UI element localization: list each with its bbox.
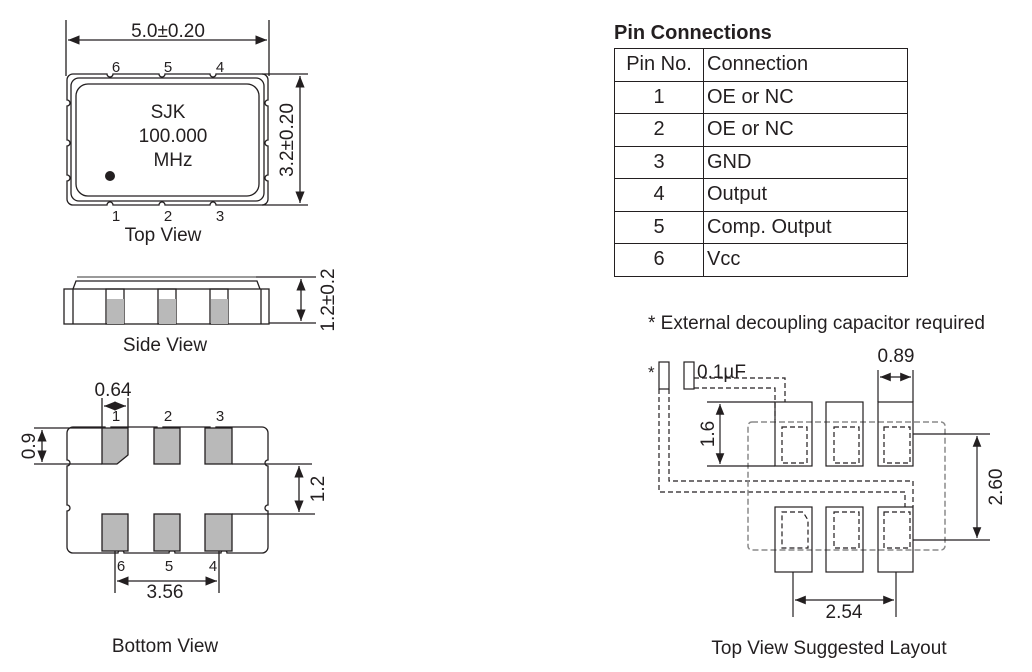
pin-number: 1 <box>614 80 704 114</box>
pin-number: 3 <box>614 145 704 179</box>
pin1-dot-icon <box>105 171 115 181</box>
land-pad <box>877 401 914 467</box>
pad-5 <box>153 513 181 552</box>
pin-label: 4 <box>216 59 224 76</box>
bottom-view <box>34 398 315 593</box>
footprint-pad <box>833 511 860 549</box>
table-row: 4 Output <box>614 178 908 212</box>
land-pad <box>825 401 864 467</box>
trace <box>694 377 786 402</box>
pad-pitch-label: 3.56 <box>147 582 184 603</box>
header-connection: Connection <box>703 48 908 82</box>
pad-6 <box>101 513 129 552</box>
pin-label: 5 <box>165 558 173 575</box>
package-rim <box>70 77 265 202</box>
pin-label: 6 <box>117 558 125 575</box>
footprint-pad <box>781 426 808 464</box>
pad-1 <box>101 427 129 465</box>
side-view <box>63 276 316 325</box>
package-outline <box>66 73 269 206</box>
table-row: 1 OE or NC <box>614 80 908 114</box>
pad-3 <box>204 427 233 465</box>
pin-label: 3 <box>216 408 224 425</box>
table-row: 3 GND <box>614 145 908 179</box>
pin-connection: Output <box>703 178 908 212</box>
pin-label: 6 <box>112 59 120 76</box>
pad-2 <box>153 427 181 465</box>
terminal-pad <box>107 299 124 324</box>
land-pad <box>877 506 914 573</box>
footprint-pad <box>833 426 860 464</box>
side-height-label: 1.2±0.2 <box>318 268 339 331</box>
trace <box>668 389 914 507</box>
land-pad <box>774 401 813 467</box>
pad-gap-label: 1.2 <box>308 476 329 502</box>
pin-label: 4 <box>209 558 217 575</box>
capacitor-pad <box>658 361 670 390</box>
decoupling-note: * External decoupling capacitor required <box>648 313 985 334</box>
pad-4 <box>204 513 233 552</box>
table-row: 5 Comp. Output <box>614 210 908 244</box>
terminal-pad <box>159 299 176 324</box>
trace-lines <box>658 377 914 549</box>
lid-outline <box>75 83 260 197</box>
pin-label: 3 <box>216 208 224 225</box>
trace <box>658 389 906 507</box>
marking-line: MHz <box>153 150 192 171</box>
row-spacing-label: 2.60 <box>986 469 1007 506</box>
pin-connection: OE or NC <box>703 113 908 147</box>
pin-connection: GND <box>703 145 908 179</box>
land-pad <box>825 506 864 573</box>
table-header-row: Pin No. Connection <box>614 48 908 82</box>
header-pin-no: Pin No. <box>614 48 704 82</box>
trace <box>694 387 776 420</box>
top-view <box>65 20 308 206</box>
pin-label: 2 <box>164 408 172 425</box>
marking-line: 100.000 <box>139 126 208 147</box>
capacitor-pad <box>683 361 695 390</box>
bottom-view-caption: Bottom View <box>112 636 219 657</box>
pin-connections-table: Pin No. Connection 1 OE or NC 2 OE or NC… <box>614 48 908 277</box>
pin-label: 1 <box>112 408 120 425</box>
pad-width-label: 0.89 <box>878 346 915 367</box>
pin-number: 2 <box>614 113 704 147</box>
pitch-label: 2.54 <box>826 602 863 623</box>
pin-number: 6 <box>614 243 704 277</box>
suggested-layout <box>658 361 990 617</box>
pin-connection: Comp. Output <box>703 210 908 244</box>
top-height-label: 3.2±0.20 <box>277 103 298 177</box>
lid-outline <box>72 280 261 290</box>
footprint-pad <box>883 511 911 549</box>
pin-connection: OE or NC <box>703 80 908 114</box>
marking-line: SJK <box>151 102 186 123</box>
footprint-pad <box>781 511 809 549</box>
table-row: 6 Vcc <box>614 243 908 277</box>
asterisk-marker: * <box>648 363 655 382</box>
package-outline-dashed <box>747 421 946 551</box>
side-view-caption: Side View <box>123 335 207 356</box>
package-outline <box>66 426 269 554</box>
top-view-caption: Top View <box>125 225 202 246</box>
pin-connection: Vcc <box>703 243 908 277</box>
pad-length-label: 1.6 <box>698 421 719 447</box>
table-row: 2 OE or NC <box>614 113 908 147</box>
pin-number: 4 <box>614 178 704 212</box>
pin-label: 1 <box>112 208 120 225</box>
footprint-pad <box>883 426 911 464</box>
terminal-pad <box>211 299 228 324</box>
top-width-label: 5.0±0.20 <box>131 21 205 42</box>
pin-label: 5 <box>164 59 172 76</box>
pin-connections-title: Pin Connections <box>614 22 772 44</box>
pin-number: 5 <box>614 210 704 244</box>
layout-caption: Top View Suggested Layout <box>711 638 947 659</box>
pin-label: 2 <box>164 208 172 225</box>
pad-width-label: 0.64 <box>95 380 132 401</box>
pad-height-label: 0.9 <box>19 433 40 459</box>
capacitor-label: 0.1µF <box>697 362 746 383</box>
